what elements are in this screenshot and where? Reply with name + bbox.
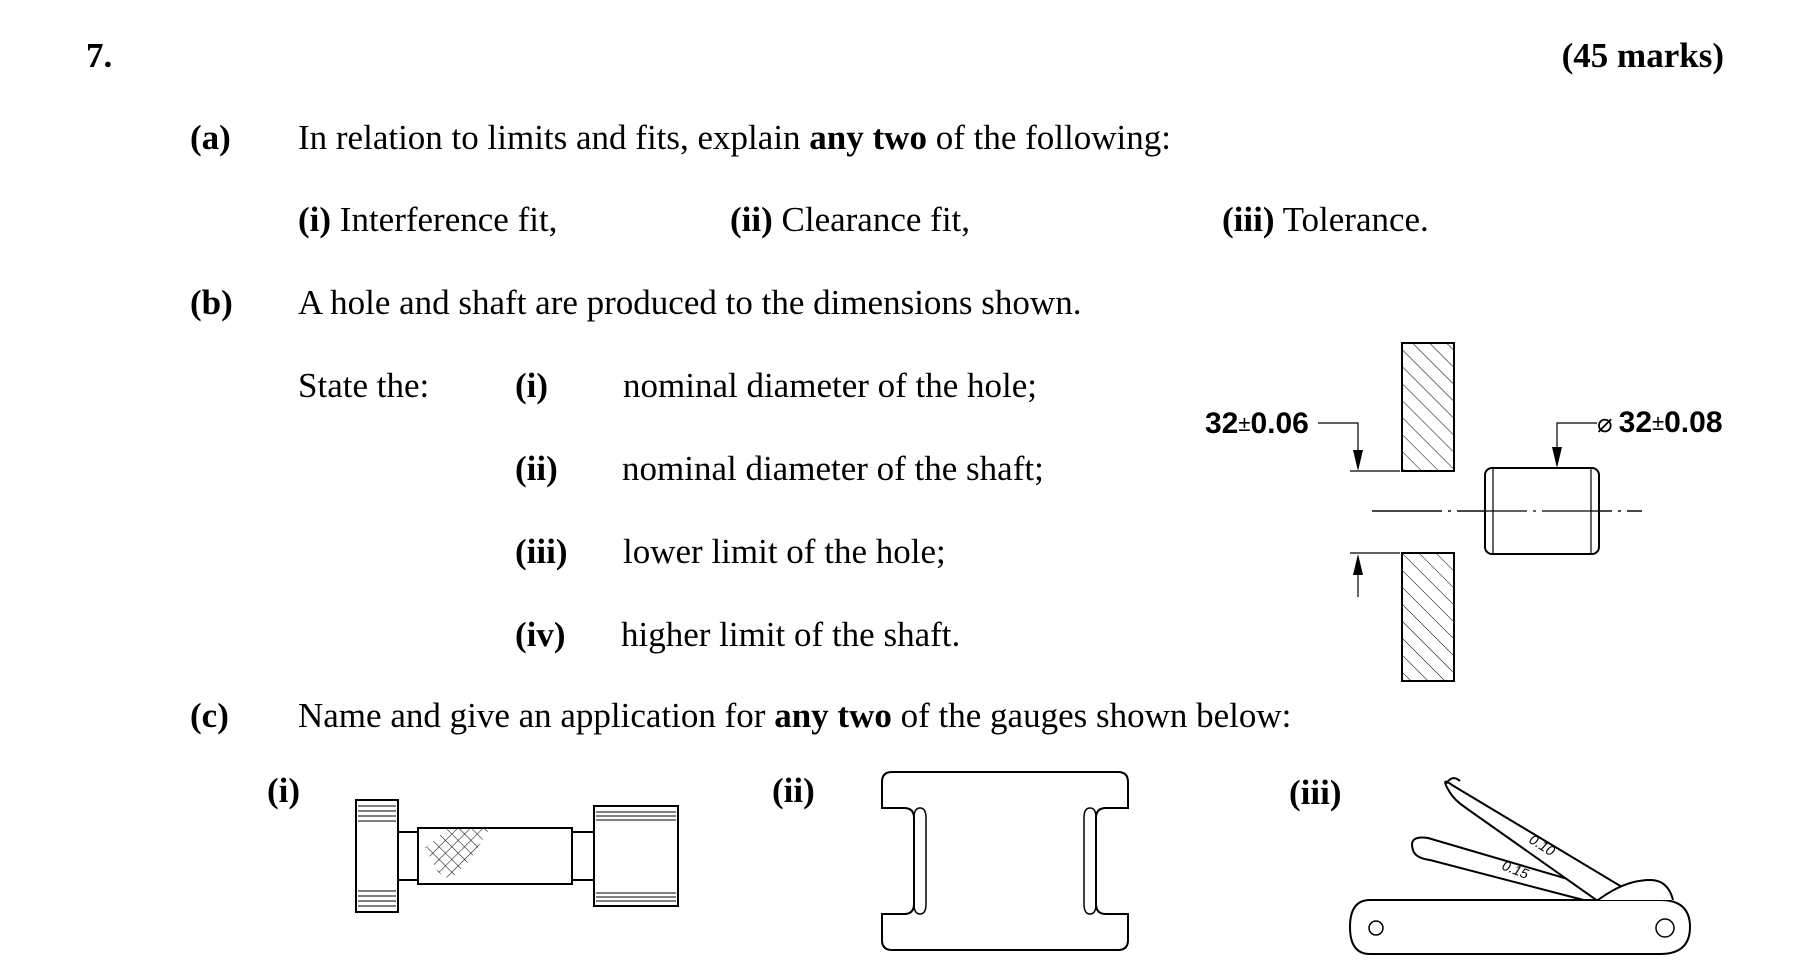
option-text: Clearance fit, xyxy=(772,200,971,239)
part-b-item-i-text: nominal diameter of the hole; xyxy=(623,366,1038,405)
part-a-prompt: In relation to limits and fits, explain … xyxy=(298,118,1171,158)
feeler-blade-label-015: 0.15 xyxy=(1500,857,1531,882)
part-b-item-iii-text: lower limit of the hole; xyxy=(623,532,946,571)
hole-plus-minus: ± xyxy=(1238,411,1250,436)
hole-tolerance: 0.06 xyxy=(1250,407,1308,440)
hole-arrow-down xyxy=(1353,450,1363,471)
part-b-item-ii-text: nominal diameter of the shaft; xyxy=(622,449,1044,488)
part-a-prompt-end: of the following: xyxy=(926,118,1171,157)
option-text: Tolerance. xyxy=(1274,200,1429,239)
part-c-prompt-emphasis: any two xyxy=(774,696,892,735)
option-number: (ii) xyxy=(730,200,773,239)
hole-plate-upper xyxy=(1401,342,1455,472)
hole-nominal: 32 xyxy=(1205,407,1238,440)
part-b-item-iv-number: (iv) xyxy=(515,615,566,654)
part-a-label: (a) xyxy=(190,118,231,157)
part-b-item-i-number: (i) xyxy=(515,366,549,405)
shaft-plus-minus: ± xyxy=(1652,410,1664,435)
question-number: 7. xyxy=(86,36,113,75)
part-a-prompt-emphasis: any two xyxy=(809,118,927,157)
part-a-option-i: (i) Interference fit, xyxy=(298,200,557,240)
part-b-item-ii-number: (ii) xyxy=(515,449,558,488)
svg-text:32±0.06: 32±0.06 xyxy=(1205,407,1309,440)
part-c-label: (c) xyxy=(190,696,229,735)
shaft-arrow-down xyxy=(1552,447,1562,468)
hole-leader-line xyxy=(1318,422,1359,440)
part-b-label: (b) xyxy=(190,283,233,322)
gauge-label-i: (i) xyxy=(267,771,301,810)
gauge-label-iii: (iii) xyxy=(1289,773,1342,812)
part-a-prompt-start: In relation to limits and fits, explain xyxy=(298,118,810,157)
part-c-prompt: Name and give an application for any two… xyxy=(298,696,1291,736)
hole-plate-lower xyxy=(1401,552,1455,682)
shaft-leader-line xyxy=(1556,422,1597,448)
part-a-option-iii: (iii) Tolerance. xyxy=(1222,200,1429,240)
hole-arrow-up xyxy=(1353,554,1363,575)
state-the-label: State the: xyxy=(298,366,430,405)
option-text: Interference fit, xyxy=(331,200,558,239)
part-b-item-iii-number: (iii) xyxy=(515,532,568,571)
shaft-nominal: 32 xyxy=(1619,406,1652,439)
shaft-tolerance: 0.08 xyxy=(1664,406,1722,439)
part-b-item-iv-text: higher limit of the shaft. xyxy=(621,615,961,654)
feeler-blade-label-010: 0.10 xyxy=(1526,831,1558,859)
diameter-icon: ⌀ xyxy=(1597,408,1613,438)
question-marks: (45 marks) xyxy=(1561,36,1724,75)
option-number: (iii) xyxy=(1222,200,1275,239)
gauge-label-ii: (ii) xyxy=(772,771,815,810)
option-number: (i) xyxy=(298,200,332,239)
part-c-prompt-end: of the gauges shown below: xyxy=(891,696,1292,735)
part-a-option-ii: (ii) Clearance fit, xyxy=(730,200,970,240)
part-c-prompt-start: Name and give an application for xyxy=(298,696,775,735)
svg-text:⌀32±0.08: ⌀32±0.08 xyxy=(1597,406,1723,439)
part-b-prompt: A hole and shaft are produced to the dim… xyxy=(298,283,1082,322)
shaft-body xyxy=(1484,467,1600,555)
